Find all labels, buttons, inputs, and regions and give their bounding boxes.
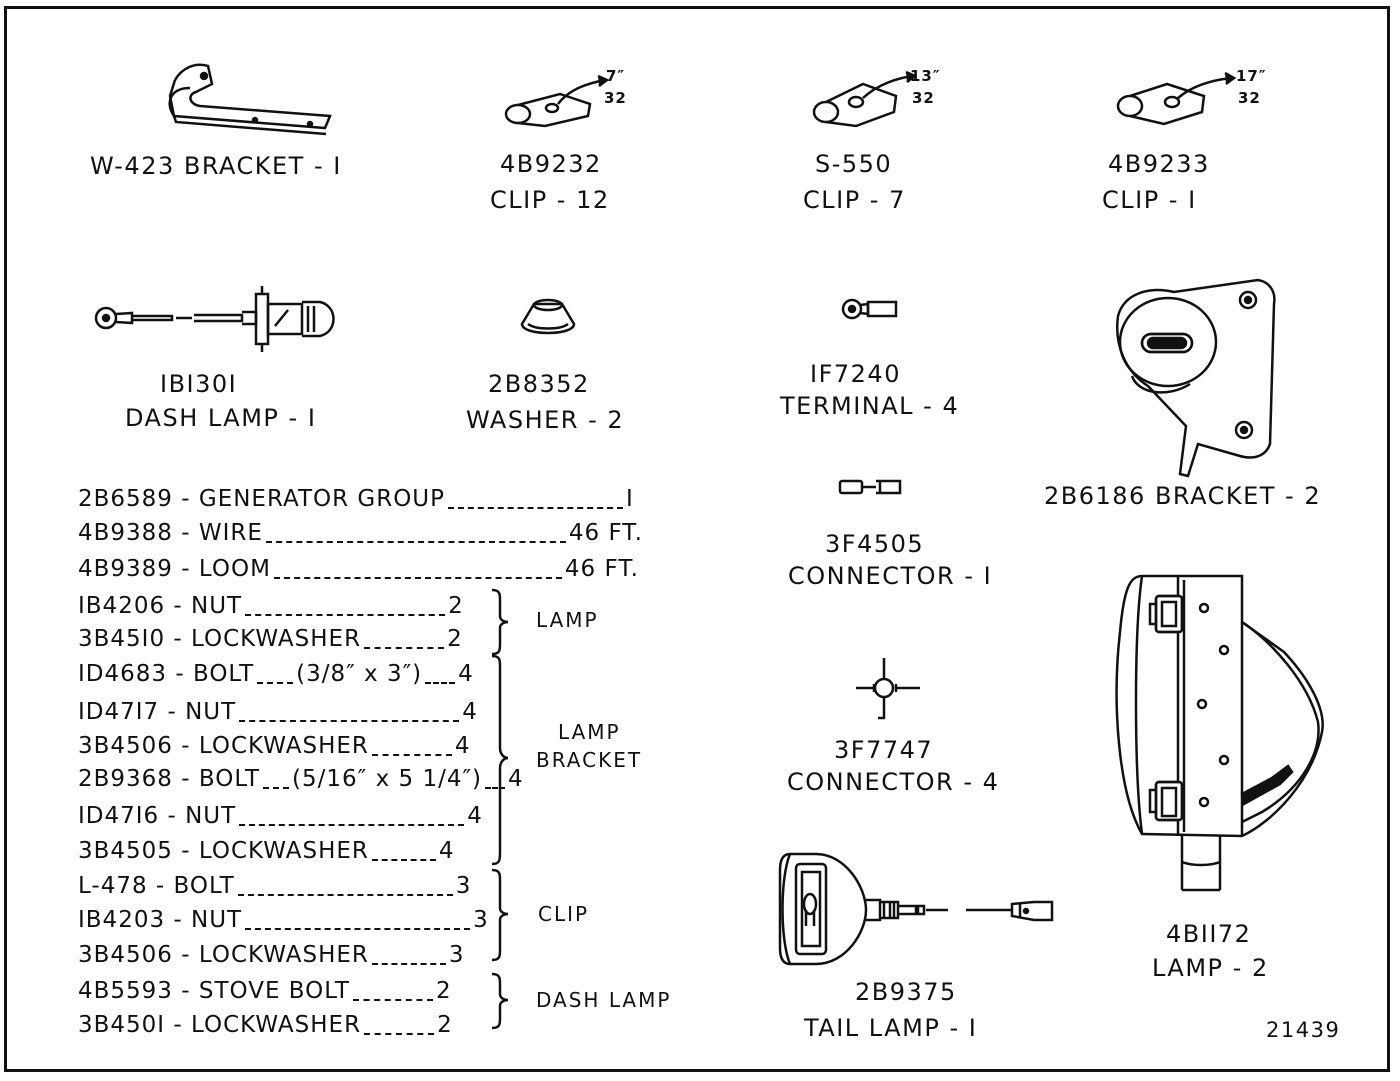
part-quantity: 3	[448, 942, 465, 968]
part-quantity: 4	[467, 803, 483, 829]
part-description: 3B450I - LOCKWASHER	[78, 1012, 362, 1038]
connector1-name: CONNECTOR - I	[788, 562, 993, 590]
bracket-2b6186-drawing	[1116, 278, 1276, 478]
w423-label: W-423 BRACKET - I	[90, 152, 342, 180]
terminal-name: TERMINAL - 4	[780, 392, 960, 420]
parts-list-row: 3B4505 - LOCKWASHER 4	[78, 838, 455, 864]
part-description: 3B45I0 - LOCKWASHER	[78, 626, 362, 652]
clip1-size-bottom: 32	[1238, 89, 1261, 107]
clip7-name: CLIP - 7	[803, 186, 906, 214]
part-description: 3B4506 - LOCKWASHER	[78, 733, 369, 759]
group-braces	[491, 588, 509, 1030]
part-quantity: 4	[454, 733, 471, 759]
part-quantity: 46 FT.	[564, 556, 639, 582]
part-size: (5/16″ x 5 1/4″)	[292, 766, 483, 792]
clip12-number: 4B9232	[500, 150, 602, 178]
clip7-number: S-550	[815, 150, 893, 178]
lamp-4b1172-name: LAMP - 2	[1152, 954, 1269, 982]
lamp-4b1172-number: 4BII72	[1166, 920, 1252, 948]
group-label-lamp-bracket-line1: LAMP	[558, 720, 621, 744]
part-description: ID47I7 - NUT	[78, 699, 237, 725]
parts-list-row: 3B450I - LOCKWASHER 2	[78, 1012, 453, 1038]
part-quantity: 46 FT.	[568, 520, 643, 546]
part-quantity: 2	[448, 593, 464, 619]
part-description: ID4683 - BOLT	[78, 661, 255, 687]
part-description: 3B4506 - LOCKWASHER	[78, 942, 369, 968]
part-quantity: 2	[447, 626, 463, 652]
terminal-drawing	[841, 298, 898, 320]
part-quantity: 3	[473, 907, 489, 933]
washer-number: 2B8352	[488, 370, 590, 398]
part-description: 4B9389 - LOOM	[78, 556, 271, 582]
w423-bracket-drawing	[168, 63, 332, 136]
tail-lamp-name: TAIL LAMP - I	[804, 1014, 978, 1042]
clip1-number: 4B9233	[1108, 150, 1210, 178]
lamp-4b1172-drawing	[1115, 574, 1324, 892]
part-quantity: 4	[508, 766, 524, 792]
clip12-size-bottom: 32	[604, 89, 627, 107]
group-label-clip: CLIP	[538, 902, 590, 926]
parts-list-row: 4B9389 - LOOM 46 FT.	[78, 556, 639, 582]
clip-s550-drawing	[812, 70, 918, 128]
clip-4b9232-drawing	[504, 74, 610, 128]
part-description: 3B4505 - LOCKWASHER	[78, 838, 369, 864]
connector-3f4505-drawing	[838, 479, 902, 495]
parts-list-row: IB4203 - NUT 3	[78, 907, 489, 933]
part-description: 2B6589 - GENERATOR GROUP	[78, 486, 446, 512]
part-quantity: 4	[438, 838, 455, 864]
part-description: 4B9388 - WIRE	[78, 520, 263, 546]
washer-drawing	[520, 298, 576, 335]
clip12-size-top: 7″	[606, 67, 626, 85]
part-description: 4B5593 - STOVE BOLT	[78, 978, 350, 1004]
drawing-number: 21439	[1266, 1018, 1341, 1042]
dash-lamp-number: IBI30I	[160, 370, 238, 398]
part-quantity: 4	[462, 699, 478, 725]
part-description: ID47I6 - NUT	[78, 803, 237, 829]
parts-list-row: 2B9368 - BOLT (5/16″ x 5 1/4″) 4	[78, 766, 524, 792]
dash-lamp-drawing	[94, 286, 335, 352]
part-quantity: 2	[437, 1012, 453, 1038]
tail-lamp-drawing	[778, 852, 1054, 966]
part-quantity: 2	[435, 978, 452, 1004]
part-quantity: 4	[458, 661, 474, 687]
parts-list-row: 4B5593 - STOVE BOLT 2	[78, 978, 452, 1004]
part-description: IB4206 - NUT	[78, 593, 243, 619]
washer-name: WASHER - 2	[466, 406, 625, 434]
dash-lamp-name: DASH LAMP - I	[125, 404, 317, 432]
part-description: 2B9368 - BOLT	[78, 766, 261, 792]
clip1-name: CLIP - I	[1102, 186, 1197, 214]
connector-3f7747-drawing	[856, 658, 920, 720]
connector1-number: 3F4505	[825, 530, 925, 558]
clip7-size-top: 13″	[910, 67, 941, 85]
connector4-name: CONNECTOR - 4	[787, 768, 1000, 796]
clip7-size-bottom: 32	[912, 89, 935, 107]
clip-4b9233-drawing	[1116, 71, 1237, 126]
group-label-lamp-bracket-line2: BRACKET	[536, 748, 643, 772]
parts-list-row: 4B9388 - WIRE 46 FT.	[78, 520, 643, 546]
part-quantity: I	[626, 486, 634, 512]
part-description: L-478 - BOLT	[78, 873, 235, 899]
parts-list-row: ID47I7 - NUT 4	[78, 699, 478, 725]
parts-list-row: 3B4506 - LOCKWASHER 4	[78, 733, 471, 759]
parts-list-row: 2B6589 - GENERATOR GROUP I	[78, 486, 634, 512]
diagram-frame	[4, 6, 1390, 1072]
connector4-number: 3F7747	[834, 736, 934, 764]
part-description: IB4203 - NUT	[78, 907, 243, 933]
group-label-dash-lamp: DASH LAMP	[536, 988, 672, 1012]
tail-lamp-number: 2B9375	[855, 978, 957, 1006]
group-label-lamp: LAMP	[536, 608, 599, 632]
clip1-size-top: 17″	[1236, 67, 1267, 85]
clip12-name: CLIP - 12	[490, 186, 610, 214]
parts-list-row: IB4206 - NUT 2	[78, 593, 464, 619]
parts-list-row: 3B45I0 - LOCKWASHER 2	[78, 626, 463, 652]
part-size: (3/8″ x 3″)	[296, 661, 423, 687]
bracket-2b6186-label: 2B6186 BRACKET - 2	[1044, 482, 1322, 510]
terminal-number: IF7240	[810, 360, 901, 388]
part-quantity: 3	[455, 873, 472, 899]
parts-list-row: 3B4506 - LOCKWASHER 3	[78, 942, 465, 968]
parts-list-row: ID47I6 - NUT 4	[78, 803, 483, 829]
parts-list-row: ID4683 - BOLT (3/8″ x 3″) 4	[78, 661, 474, 687]
parts-list-row: L-478 - BOLT 3	[78, 873, 471, 899]
